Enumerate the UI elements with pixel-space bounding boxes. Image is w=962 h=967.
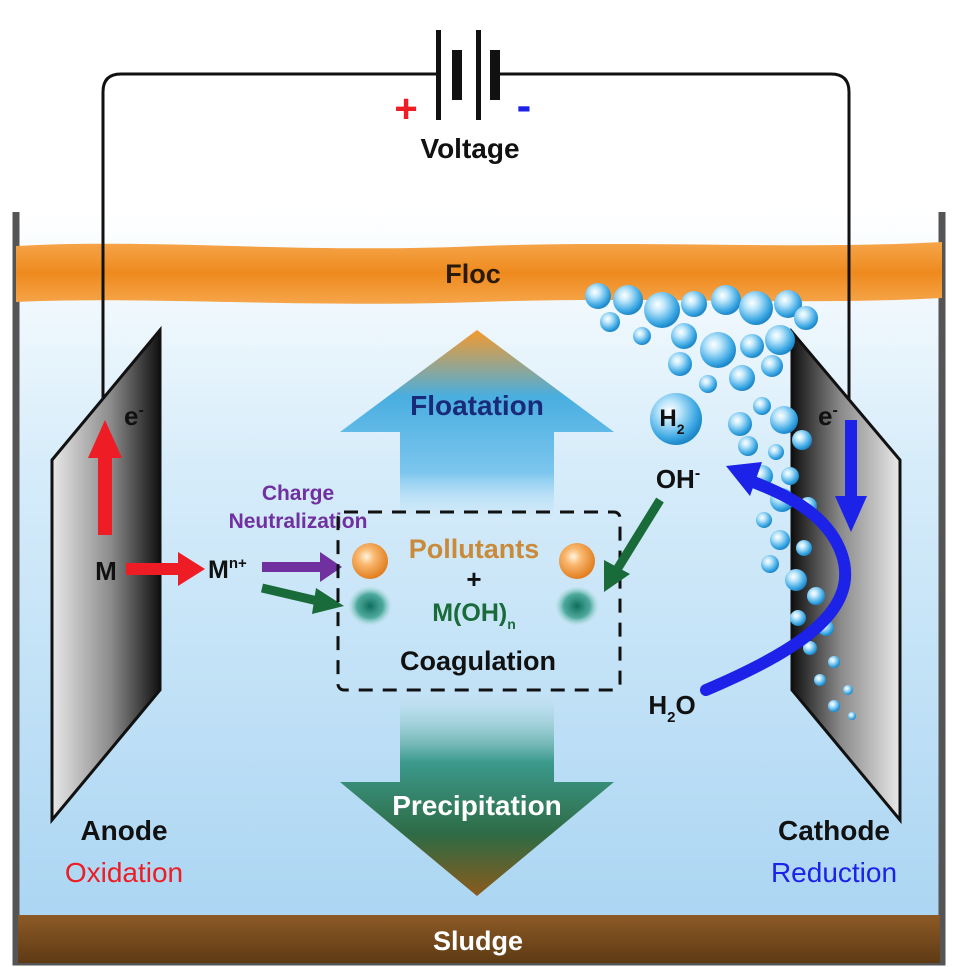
bubble (668, 352, 692, 376)
bubble (843, 685, 853, 695)
cathode-electron-arrow (835, 420, 867, 532)
bubble (738, 436, 758, 456)
bubble (761, 355, 783, 377)
hydrogen-bubble (650, 393, 702, 445)
bubble (770, 406, 798, 434)
bubble (728, 412, 752, 436)
water-label: H2O (648, 690, 695, 726)
pollutant-particle-left (352, 543, 388, 579)
battery-icon (436, 30, 500, 120)
metal-hydroxide-label: M(OH)n (432, 599, 516, 632)
bubble (711, 285, 741, 315)
plus-sign: + (394, 87, 417, 131)
charge-neutralization-arrow (262, 552, 342, 582)
bubble (828, 656, 840, 668)
circuit-wire (101, 72, 851, 420)
bubble (644, 292, 680, 328)
bubble (700, 332, 736, 368)
bubble (729, 365, 755, 391)
reduction-arrow (700, 462, 852, 696)
bubble (671, 323, 697, 349)
anode-electron-arrow (88, 420, 122, 535)
bubble (796, 540, 812, 556)
bubble (770, 530, 790, 550)
hydroxide-arrow-left (260, 583, 344, 614)
bubble (807, 587, 825, 605)
bubble (740, 334, 764, 358)
bubble (633, 327, 651, 345)
minus-sign: - (517, 81, 532, 130)
bubble (756, 512, 772, 528)
floc-label: Floc (445, 259, 501, 289)
pollutant-particle-right (559, 543, 595, 579)
anode-electron-label: e- (124, 401, 144, 431)
hydroxide-particle-left (348, 586, 392, 626)
bubble (765, 325, 795, 355)
anode-process: Oxidation (65, 857, 183, 888)
bubble (794, 306, 818, 330)
bubble (613, 285, 643, 315)
precipitation-arrow: Precipitation (340, 690, 614, 896)
bubble (681, 291, 707, 317)
bubble (768, 444, 784, 460)
bubble (781, 467, 799, 485)
cathode-title: Cathode (778, 815, 890, 846)
bubble (848, 712, 856, 720)
bubble (600, 312, 620, 332)
oxidation-arrow (126, 552, 205, 586)
oh-label: OH- (656, 464, 700, 494)
hydroxide-particle-right (555, 586, 599, 626)
cathode-process: Reduction (771, 857, 897, 888)
bubble (790, 610, 806, 626)
bubble (753, 397, 771, 415)
bubble (699, 375, 717, 393)
bubble (585, 283, 611, 309)
anode-metal-label: M (95, 556, 117, 586)
bubble (828, 700, 840, 712)
anode-plate (50, 325, 162, 825)
anode-title: Anode (80, 815, 167, 846)
hydroxide-arrow-right (604, 497, 664, 592)
bubble (739, 291, 773, 325)
metal-ion-label: Mn+ (208, 555, 247, 584)
coagulation-label: Coagulation (400, 646, 556, 676)
charge-label-line1: Charge (262, 482, 334, 505)
hydrogen-label: H2 (659, 405, 684, 437)
floc-layer: Floc (16, 242, 942, 304)
cathode-electron-label: e- (818, 401, 838, 431)
bubble (774, 290, 802, 318)
bubble (761, 555, 779, 573)
sludge-layer: Sludge (18, 915, 940, 963)
floatation-label: Floatation (410, 390, 544, 421)
precipitation-label: Precipitation (392, 790, 562, 821)
floatation-arrow: Floatation (340, 330, 614, 520)
charge-label-line2: Neutralization (229, 510, 368, 533)
bubble (792, 430, 812, 450)
pollutants-label: Pollutants (409, 534, 540, 564)
coagulation-box (336, 510, 622, 692)
bubble (803, 641, 817, 655)
bubble (785, 569, 807, 591)
sludge-label: Sludge (433, 926, 523, 956)
voltage-label: Voltage (420, 133, 519, 164)
hydrogen-bubbles (585, 283, 856, 720)
bubble (814, 674, 826, 686)
plus-label: + (466, 564, 481, 594)
